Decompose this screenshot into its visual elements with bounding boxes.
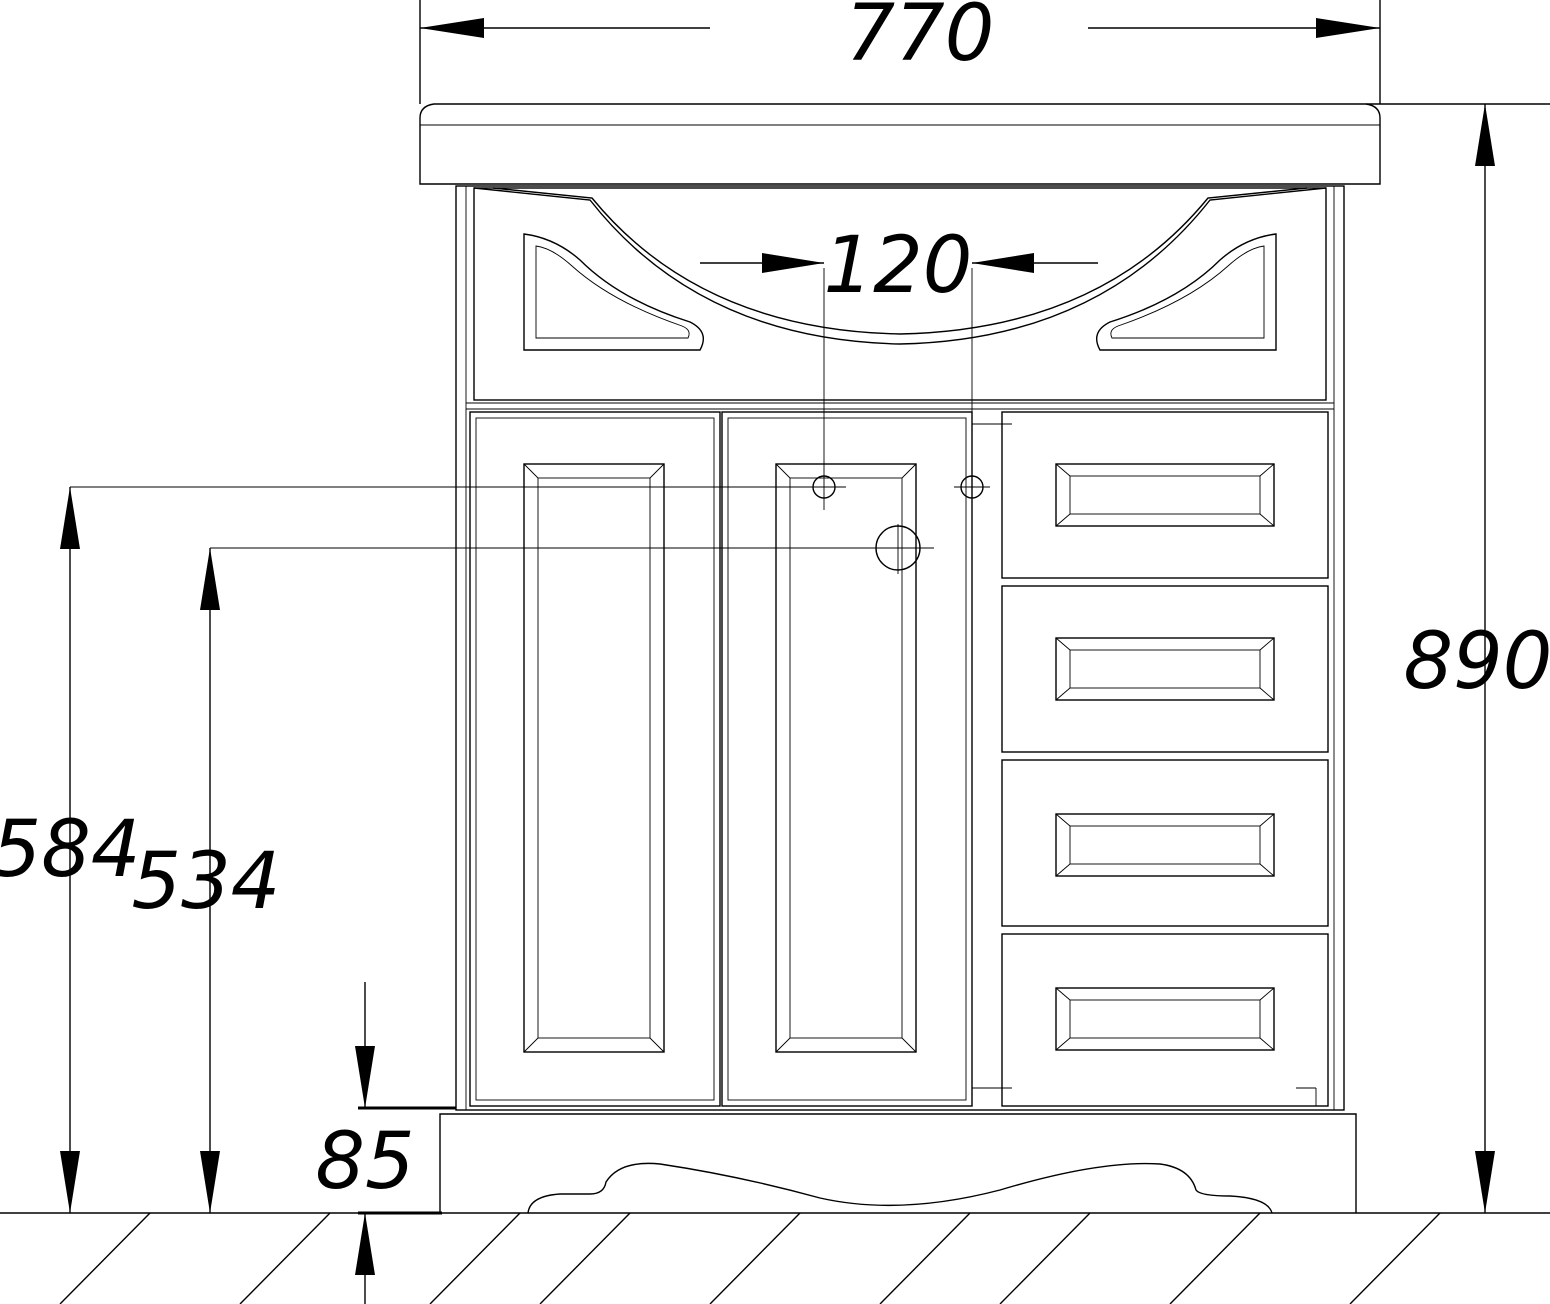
dim-overall-width: 770: [419, 0, 1381, 104]
label-drain-height: 534: [132, 837, 281, 927]
label-overall-height: 890: [1404, 617, 1550, 707]
cabinet-body: [455, 185, 1345, 1111]
drawer-4: [1001, 933, 1329, 1107]
label-plinth-height: 85: [315, 1117, 414, 1207]
dim-water-inlet-height: 584: [0, 486, 820, 1213]
outlet-markers: [806, 268, 990, 574]
label-water-inlet-height: 584: [0, 805, 140, 895]
dim-overall-height: 890: [1404, 104, 1550, 1213]
middle-door: [721, 411, 973, 1107]
floor-hatching: [59, 1212, 1441, 1304]
dim-plinth-height: 85: [315, 982, 456, 1304]
label-faucet-spacing: 120: [824, 221, 973, 311]
drawer-3: [1001, 759, 1329, 927]
label-overall-width: 770: [846, 0, 995, 79]
left-door: [469, 411, 721, 1107]
drawer-2: [1001, 585, 1329, 753]
upper-panel-ornament: [473, 187, 1327, 351]
dim-faucet-spacing: 120: [700, 221, 1098, 311]
drawer-1: [1001, 411, 1329, 579]
drawers: [972, 411, 1329, 1107]
plinth: [439, 1113, 1357, 1214]
dim-drain-height: 534: [132, 547, 898, 1213]
countertop: [419, 103, 1550, 185]
floor: [0, 1212, 1550, 1304]
